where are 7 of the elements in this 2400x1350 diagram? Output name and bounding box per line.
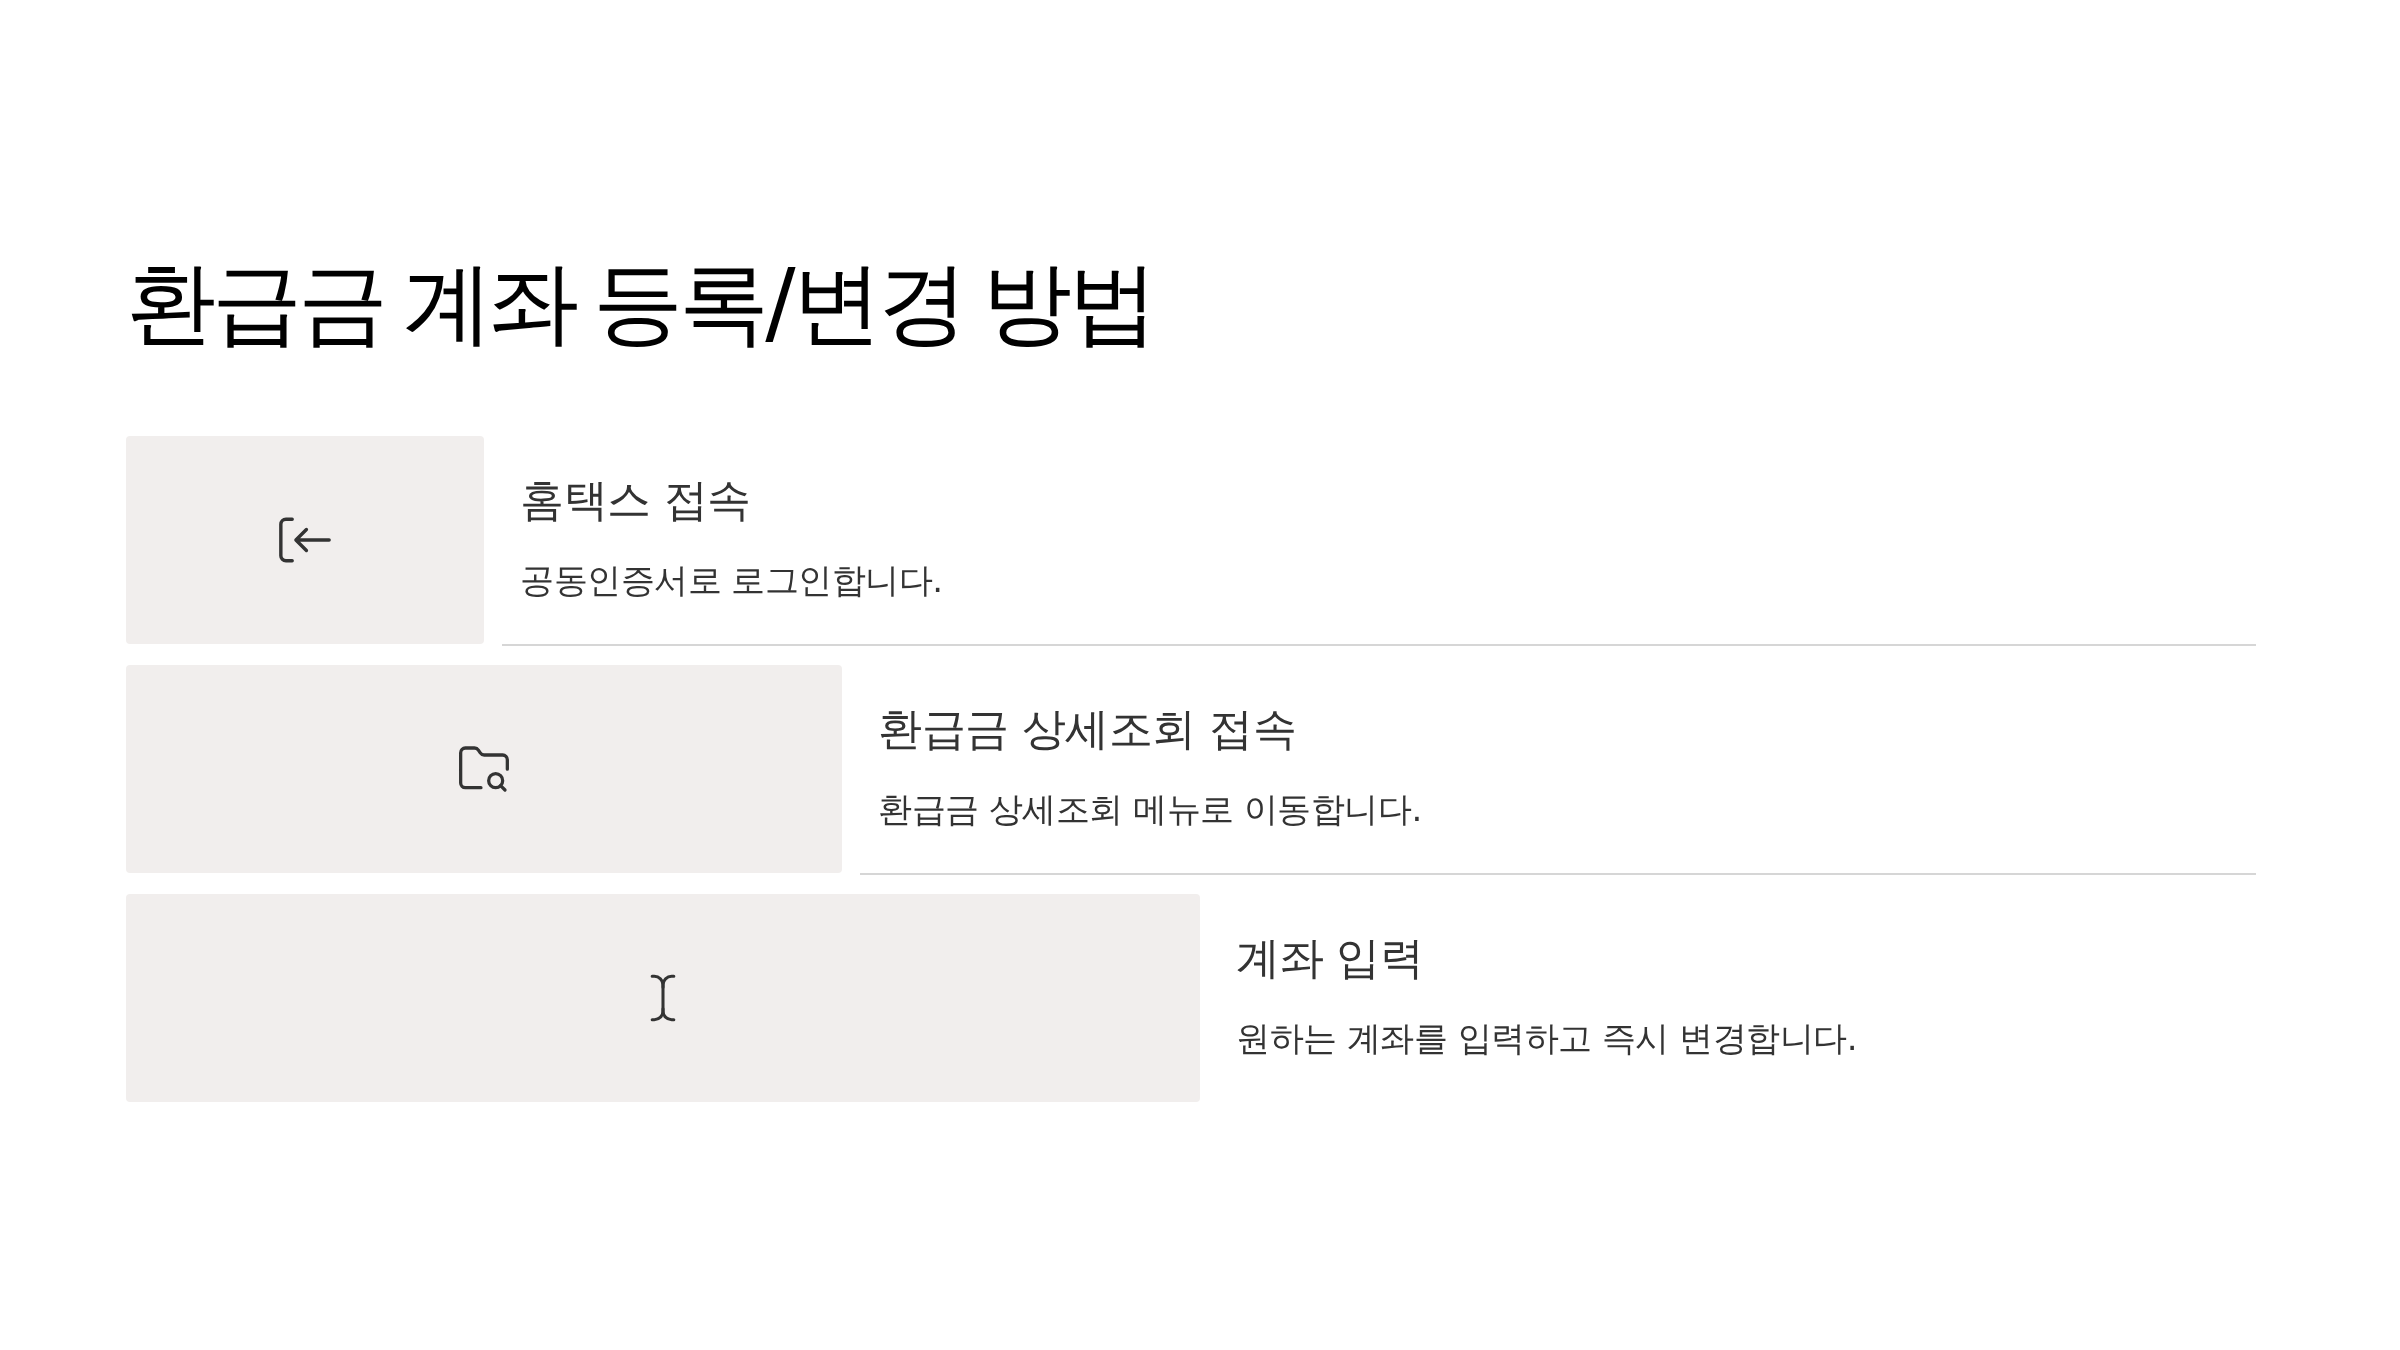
step-description: 환급금 상세조회 메뉴로 이동합니다. bbox=[878, 788, 1422, 831]
step-description: 원하는 계좌를 입력하고 즉시 변경합니다. bbox=[1236, 1017, 1858, 1060]
title: 환급금 계좌 등록/변경 방법 bbox=[126, 249, 1155, 357]
step-heading: 계좌 입력 bbox=[1236, 932, 1424, 984]
step-description: 공동인증서로 로그인합니다. bbox=[520, 559, 943, 602]
step-heading: 환급금 상세조회 접속 bbox=[878, 703, 1297, 755]
step-heading: 홈택스 접속 bbox=[520, 474, 751, 526]
